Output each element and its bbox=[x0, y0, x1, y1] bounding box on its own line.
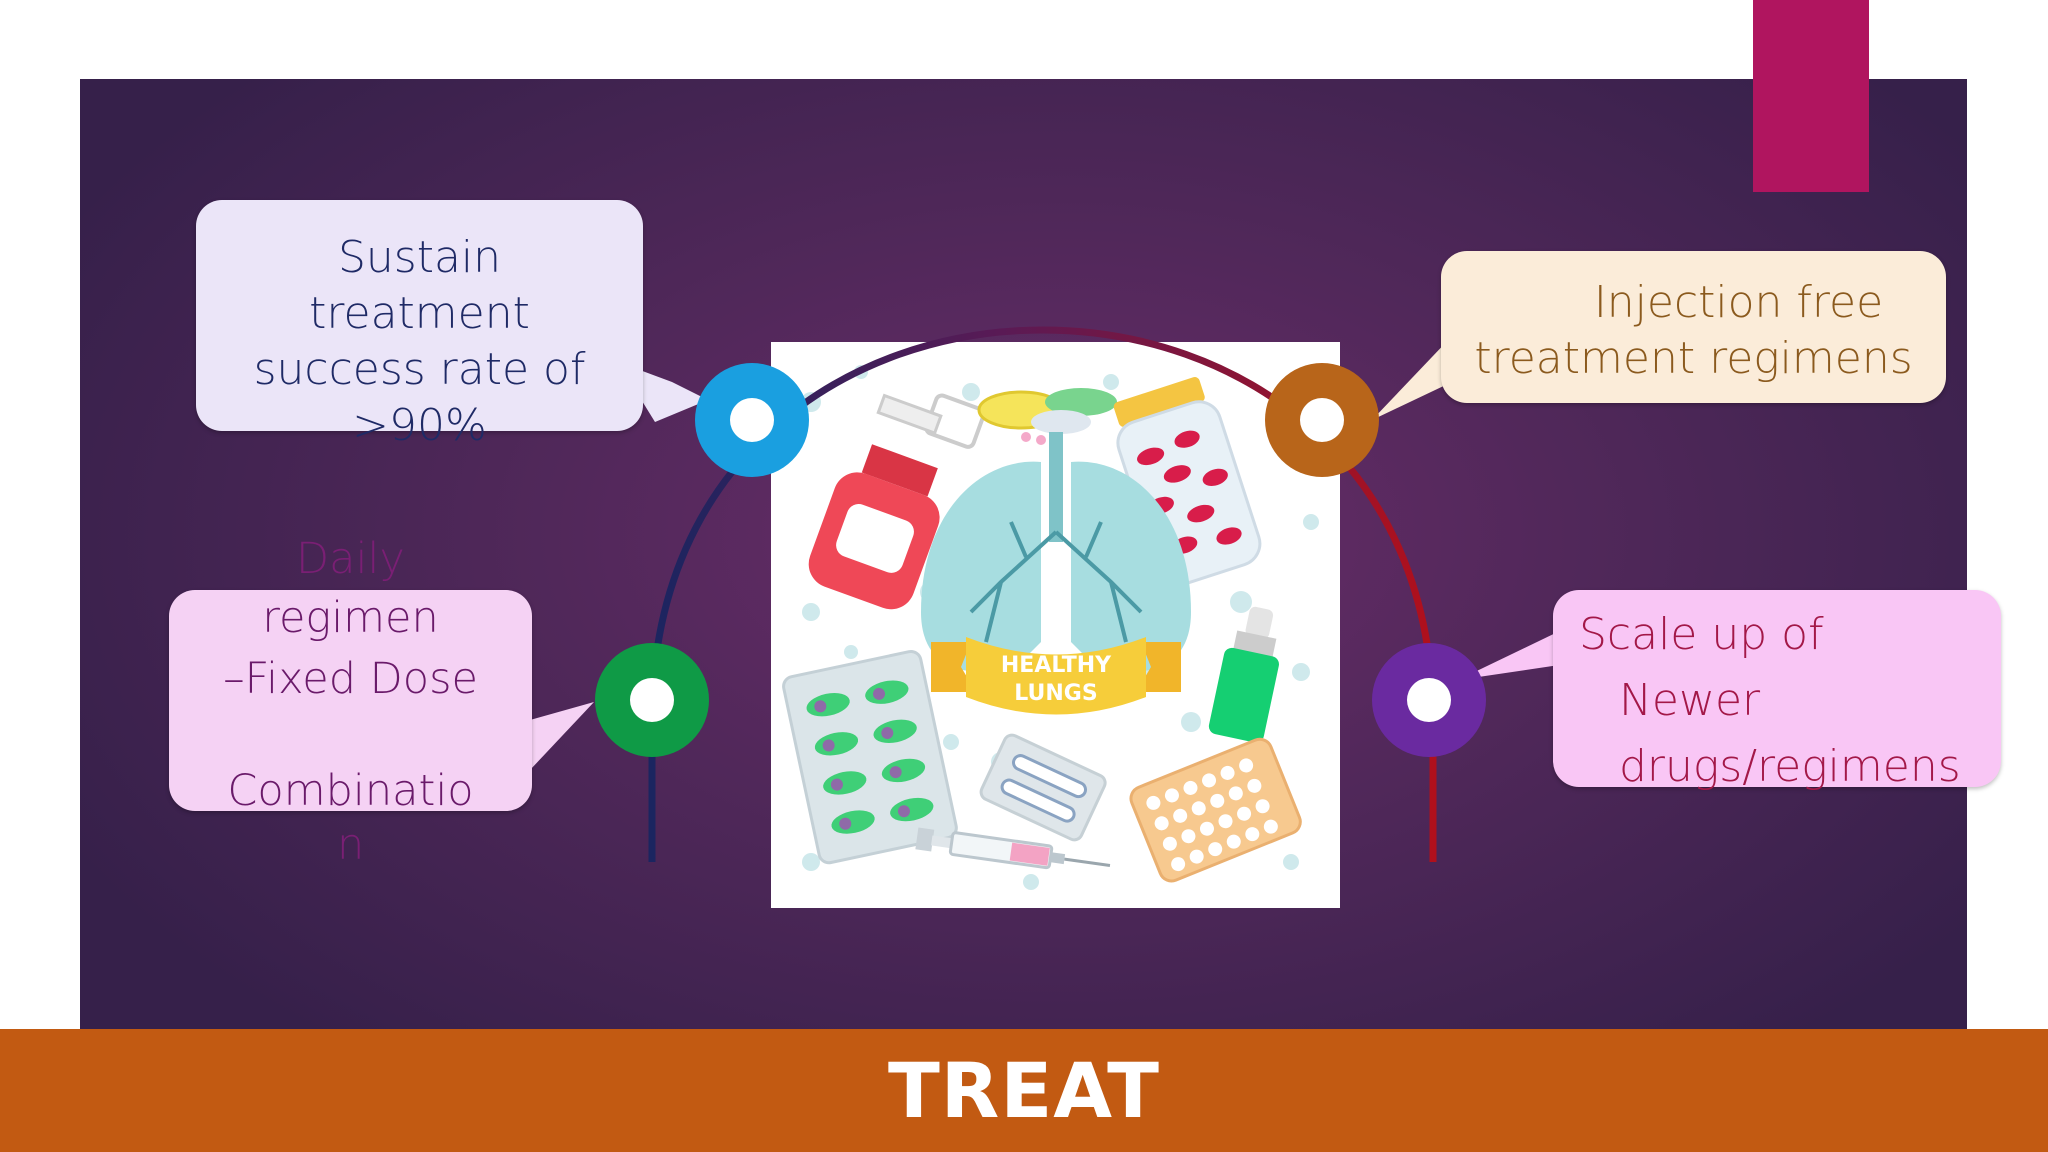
callout-tl-line-1: Sustain bbox=[337, 232, 502, 283]
marker-top-left bbox=[695, 363, 809, 477]
connector-arch bbox=[648, 326, 1437, 862]
callout-sustain-success-rate: Sustain treatment success rate of >90% bbox=[196, 200, 643, 451]
marker-bottom-left bbox=[595, 643, 709, 757]
accent-bar bbox=[1753, 0, 1869, 192]
healthy-lungs-banner: HEALTHY LUNGS bbox=[931, 637, 1181, 715]
tablet-sheet-icon bbox=[1129, 737, 1302, 883]
callout-pointer-top-right bbox=[1372, 336, 1452, 420]
capsules-icon bbox=[977, 388, 1117, 445]
callout-scale-up-newer-drugs: Scale up of Newer drugs/regimens bbox=[1553, 590, 2001, 792]
marker-bottom-left-dot bbox=[630, 678, 674, 722]
banner-text-line1: HEALTHY bbox=[1001, 653, 1112, 678]
callout-daily-regimen-fdc: regimen –Fixed Dose Combinatio bbox=[169, 590, 532, 816]
callout-bl-line-5: n bbox=[337, 820, 365, 870]
callout-br-line-3: drugs/regimens bbox=[1619, 741, 1961, 792]
callout-pointer-bottom-right bbox=[1458, 628, 1566, 680]
lungs-icon bbox=[921, 432, 1191, 672]
marker-top-right bbox=[1265, 363, 1379, 477]
marker-top-right-dot bbox=[1300, 398, 1344, 442]
callout-bl-line-3: –Fixed Dose bbox=[223, 654, 478, 704]
callout-tl-line-3: success rate of bbox=[253, 344, 586, 395]
footer-bar: TREAT bbox=[0, 1029, 2048, 1152]
blister-pack-icon bbox=[782, 649, 958, 865]
banner-text-line2: LUNGS bbox=[1014, 681, 1097, 706]
callout-br-line-1: Scale up of bbox=[1579, 609, 1824, 660]
callout-injection-free: Injection free treatment regimens bbox=[1441, 251, 1946, 403]
callout-bl-line-1: Daily bbox=[296, 534, 405, 584]
callout-tr-line-1: Injection free bbox=[1593, 277, 1884, 328]
ampoules-icon bbox=[979, 733, 1107, 842]
marker-bottom-right-dot bbox=[1407, 678, 1451, 722]
marker-top-left-dot bbox=[730, 398, 774, 442]
syringe-icon bbox=[915, 827, 1111, 870]
callout-pointer-bottom-left bbox=[530, 702, 594, 770]
illustration-canvas: HEALTHY LUNGS bbox=[782, 365, 1319, 890]
callout-bl-line-2: regimen bbox=[262, 593, 439, 643]
marker-bottom-right bbox=[1372, 643, 1486, 757]
footer-title: TREAT bbox=[887, 1046, 1161, 1135]
callout-tr-line-2: treatment regimens bbox=[1474, 333, 1913, 384]
callout-br-line-2: Newer bbox=[1619, 675, 1761, 726]
callout-tl-line-2: treatment bbox=[309, 288, 530, 339]
spray-bottle-icon bbox=[808, 393, 986, 610]
callout-tl-line-4: >90% bbox=[352, 400, 487, 451]
healthy-lungs-illustration: HEALTHY LUNGS bbox=[771, 342, 1340, 908]
dropper-bottle-icon bbox=[1208, 606, 1279, 743]
callout-bl-line-4: Combinatio bbox=[227, 766, 474, 816]
